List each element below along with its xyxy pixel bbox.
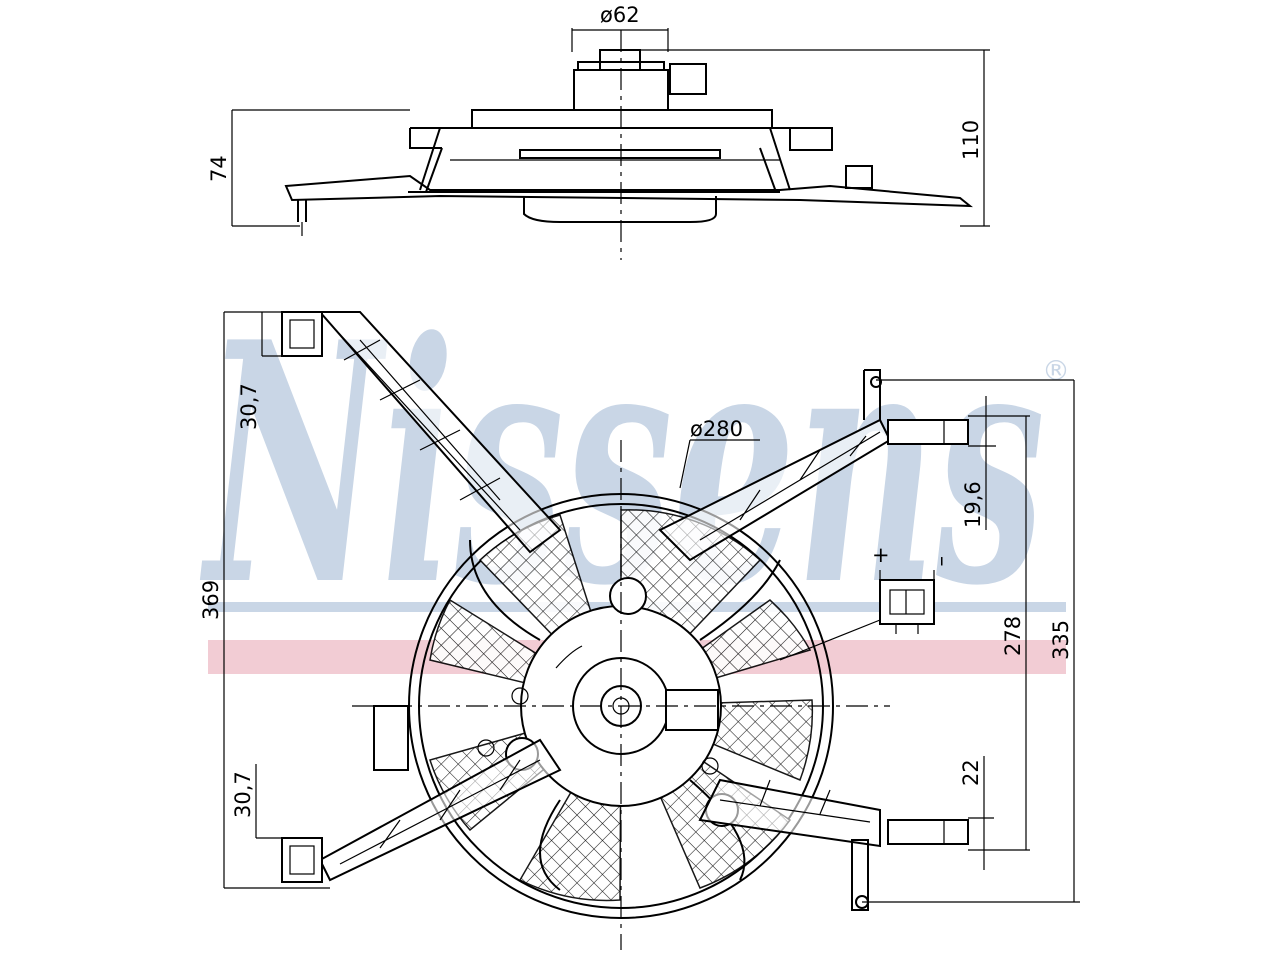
dim-top-offset-left: 30,7 (237, 383, 261, 430)
dim-height-total: 110 (959, 120, 983, 160)
dim-connector-span: 278 (1001, 616, 1025, 656)
dim-total-right: 335 (1049, 620, 1073, 660)
dim-bottom-offset-right: 22 (959, 759, 983, 786)
watermark-registered-mark: ® (1042, 354, 1070, 387)
dim-height-frame: 74 (207, 155, 231, 182)
dim-right-top-offset: 19,6 (961, 481, 985, 528)
front-view: + – ø280 369 30,7 30,7 335 278 (199, 311, 1080, 950)
dim-bottom-offset-left: 30,7 (231, 771, 255, 818)
dim-frame-height: 369 (199, 580, 223, 620)
connector-minus: – (931, 556, 955, 567)
side-view: ø62 74 110 (207, 3, 990, 260)
electrical-connector-icon: + – (779, 543, 955, 661)
dim-hub-diameter: ø62 (600, 3, 640, 27)
dim-fan-diameter: ø280 (690, 417, 743, 441)
connector-plus: + (872, 543, 890, 567)
